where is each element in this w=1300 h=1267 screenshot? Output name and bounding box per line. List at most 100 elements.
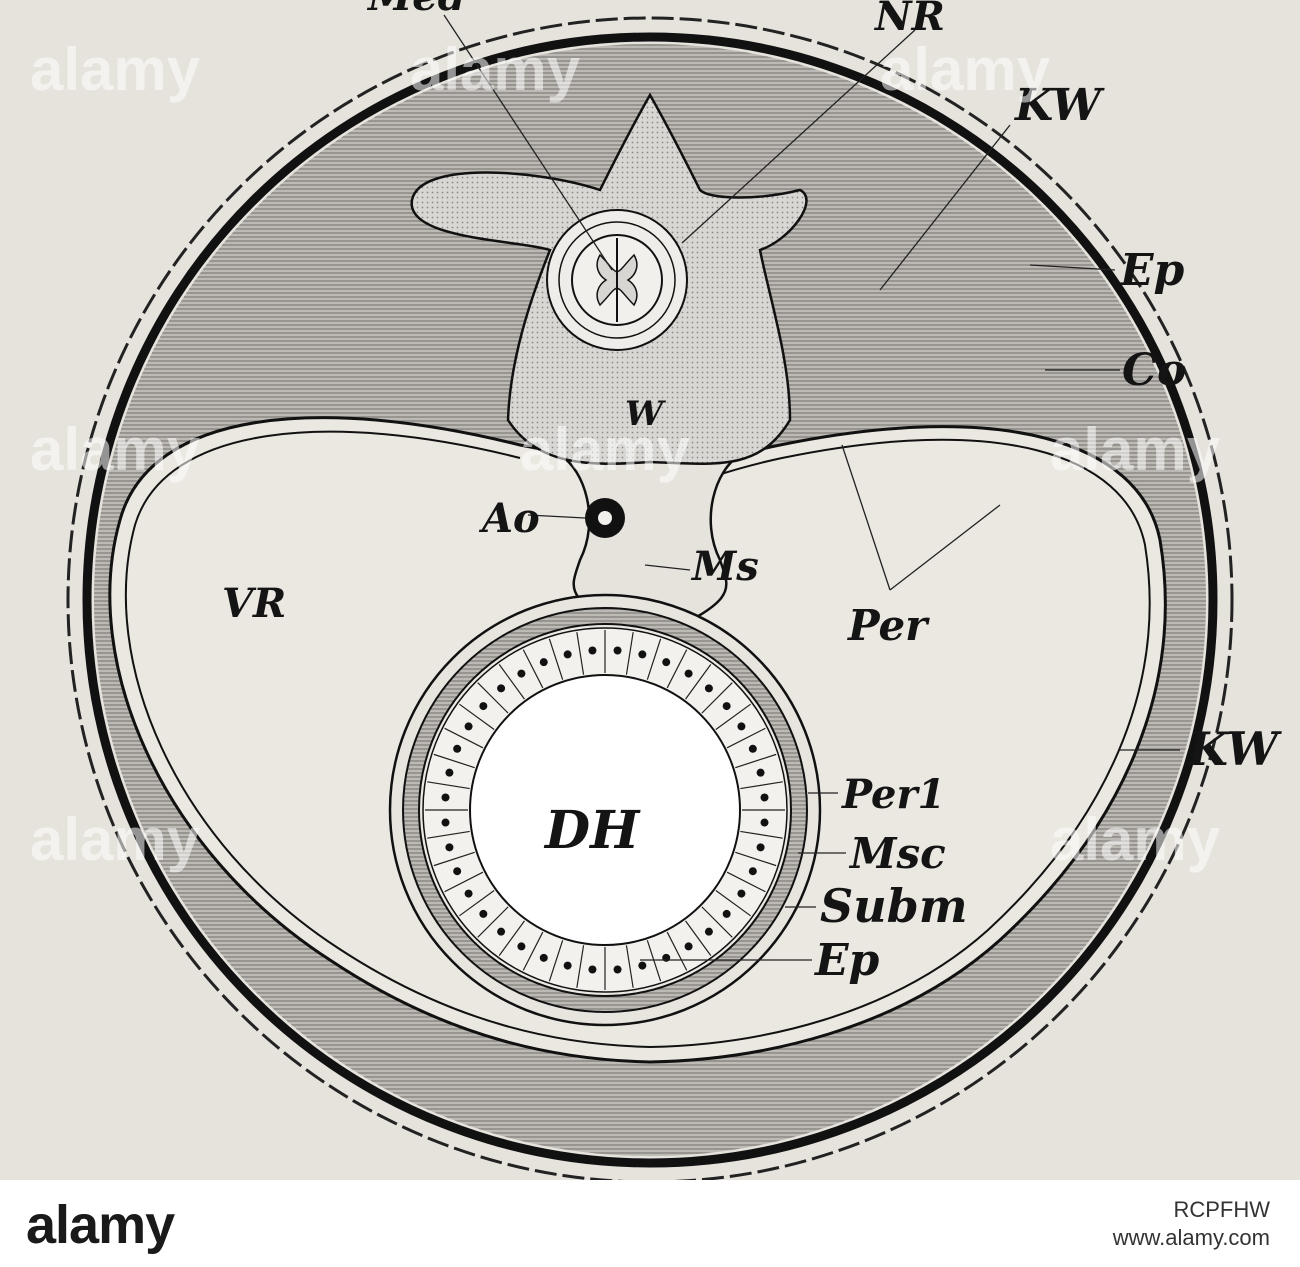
epithelial-cell-nucleus (748, 867, 757, 876)
epithelial-cell-nucleus (722, 702, 731, 711)
epithelial-cell-nucleus (517, 942, 526, 951)
epithelial-cell-nucleus (638, 650, 647, 659)
epithelial-cell-nucleus (756, 768, 765, 777)
figure-plate: Med NR KW Ep Co W Ao Ms VR Per KW DH Per… (0, 0, 1300, 1184)
leader-lines (443, 14, 1180, 961)
epithelial-cell-nucleus (588, 646, 597, 655)
epithelial-cell-nucleus (453, 744, 462, 753)
svg-text:alamy: alamy (880, 36, 1051, 103)
label-w: W (625, 394, 666, 434)
label-ms: Ms (690, 543, 759, 590)
epithelial-cell-wall (701, 906, 733, 938)
epithelial-cell-wall (576, 945, 585, 988)
epithelial-cell-wall (735, 851, 777, 867)
epithelial-cell-wall (548, 940, 564, 982)
epithelial-cell-wall (715, 703, 751, 730)
epithelial-cell-wall (666, 649, 688, 689)
intestinal-lumen (469, 674, 741, 946)
cross-section-diagram: Med NR KW Ep Co W Ao Ms VR Per KW DH Per… (30, 0, 1282, 1184)
label-ao: Ao (478, 495, 540, 542)
epithelial-cell-wall (646, 638, 662, 680)
epithelial-cell-nucleus (563, 650, 572, 659)
label-kw-top: KW (1013, 80, 1106, 131)
epithelial-cell-wall (498, 664, 525, 700)
epithelial-cell-wall (444, 727, 484, 749)
epithelial-cell-nucleus (704, 927, 713, 936)
epithelial-cell-wall (477, 906, 509, 938)
epithelial-cell-nucleus (588, 965, 597, 974)
epithelial-cell-wall (548, 638, 564, 680)
epithelial-cell-wall (726, 727, 766, 749)
epithelial-cell-wall (625, 632, 634, 675)
epithelial-cell-nucleus (539, 953, 548, 962)
epithelial-cell-nucleus (748, 744, 757, 753)
epithelial-cell-wall (459, 890, 495, 917)
epithelial-cell-nucleus (464, 722, 473, 731)
epithelial-cell-wall (522, 931, 544, 971)
epithelial-cell-nucleus (613, 965, 622, 974)
epithelial-cell-nucleus (497, 684, 506, 693)
label-ep-inner: Ep (813, 935, 880, 986)
epithelial-cell-nucleus (479, 702, 488, 711)
epithelial-cell-nucleus (704, 684, 713, 693)
epithelial-cell-wall (685, 920, 712, 956)
epithelial-cell-nucleus (539, 658, 548, 667)
neural-ring-inner (558, 221, 676, 339)
epithelial-cell-nucleus (638, 961, 647, 970)
epithelial-cell-nucleus (684, 669, 693, 678)
label-vr: VR (222, 580, 286, 627)
epithelial-cell-nucleus (613, 646, 622, 655)
epithelial-cell-wall (477, 682, 509, 714)
epithelial-cell-nucleus (684, 942, 693, 951)
epithelial-cell-nucleus (722, 909, 731, 918)
epithelial-cell-wall (498, 920, 525, 956)
epithelial-cell-wall (701, 682, 733, 714)
svg-text:alamy: alamy (30, 416, 201, 483)
epithelial-cell-wall (740, 830, 783, 839)
epithelial-cell-wall (433, 851, 475, 867)
label-med: Med (366, 0, 466, 20)
epithelial-cell-nucleus (497, 927, 506, 936)
label-ep-outer: Ep (1118, 245, 1185, 296)
label-kw-right: KW (1186, 722, 1282, 776)
epithelial-cell-nucleus (441, 793, 450, 802)
epithelial-cell-wall (444, 871, 484, 893)
epithelial-cell-nucleus (479, 909, 488, 918)
epithelial-cell-nucleus (441, 818, 450, 827)
epithelial-cell-nucleus (453, 867, 462, 876)
epithelial-cell-wall (740, 781, 783, 790)
footer-logo: alamy (26, 1195, 175, 1255)
epithelial-cell-nucleus (464, 889, 473, 898)
svg-text:alamy: alamy (520, 416, 691, 483)
epithelial-cell-nucleus (737, 722, 746, 731)
epithelial-cell-wall (459, 703, 495, 730)
image-id: RCPFHW (1173, 1197, 1270, 1222)
epithelial-cell-nucleus (760, 793, 769, 802)
svg-text:alamy: alamy (1050, 806, 1221, 873)
epithelial-cell-wall (576, 632, 585, 675)
epithelial-cell-nucleus (662, 658, 671, 667)
label-co: Co (1122, 345, 1186, 396)
epithelial-cell-wall (522, 649, 544, 689)
aorta-lumen (598, 511, 612, 525)
label-per: Per (847, 601, 930, 650)
epithelial-cell-nucleus (756, 843, 765, 852)
label-dh: DH (543, 800, 641, 861)
image-id-block: RCPFHW www.alamy.com (1113, 1196, 1270, 1252)
svg-text:alamy: alamy (30, 36, 201, 103)
epithelial-cell-wall (685, 664, 712, 700)
epithelial-cell-nucleus (760, 818, 769, 827)
epithelial-cell-wall (433, 753, 475, 769)
epithelial-cell-wall (646, 940, 662, 982)
label-subm: Subm (820, 879, 968, 933)
epithelial-cell-nucleus (445, 768, 454, 777)
label-per1: Per1 (841, 771, 945, 818)
epithelial-cell-wall (427, 781, 470, 790)
coelom-inner-line (124, 430, 1151, 1049)
site-url: www.alamy.com (1112, 1225, 1270, 1250)
epithelial-cell-wall (625, 945, 634, 988)
epithelial-cell-wall (735, 753, 777, 769)
footer-bar: alamy RCPFHW www.alamy.com (0, 1180, 1300, 1267)
svg-text:alamy: alamy (1050, 416, 1221, 483)
